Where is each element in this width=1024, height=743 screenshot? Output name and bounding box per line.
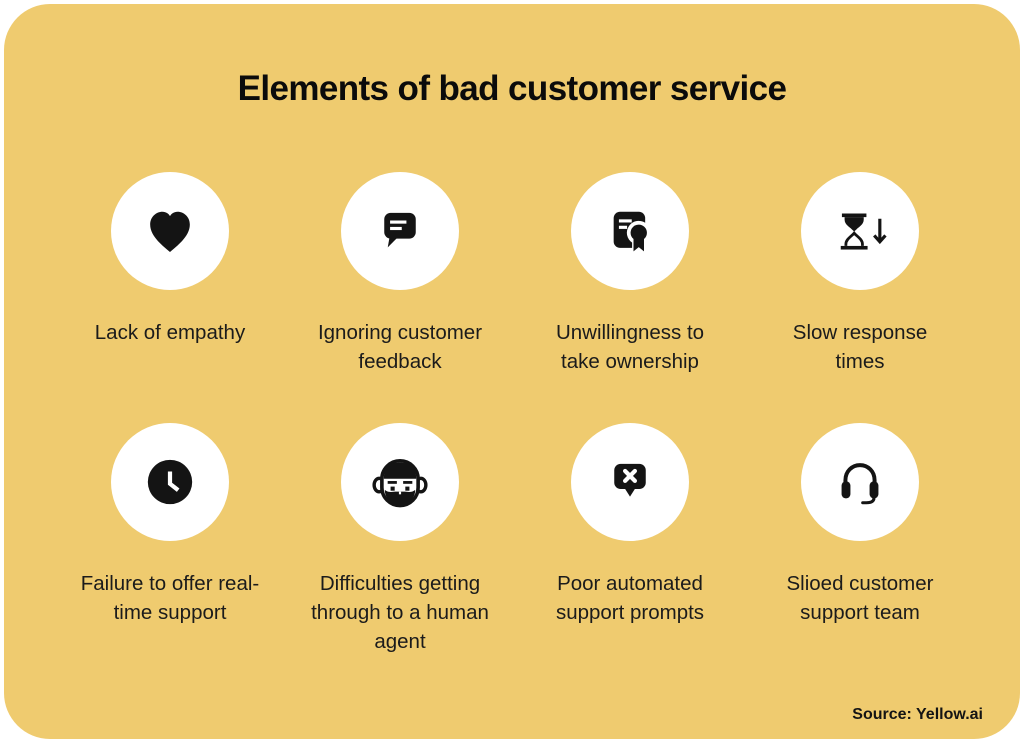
element-card-ownership: Unwillingness to take ownership	[515, 172, 745, 376]
icon-circle	[801, 423, 919, 542]
icon-circle	[111, 423, 229, 542]
certificate-icon	[613, 211, 651, 255]
icon-circle	[571, 423, 689, 542]
page-title: Elements of bad customer service	[237, 69, 787, 108]
element-card-support-team: Slioed customer support team	[745, 423, 975, 656]
icon-circle	[801, 172, 919, 290]
element-card-realtime: Failure to offer real-time support	[55, 423, 285, 656]
element-card-feedback: Ignoring customer feedback	[285, 172, 515, 376]
element-label: Slow response times	[792, 321, 928, 374]
element-label: Difficulties getting through to a human …	[311, 572, 489, 654]
icon-circle	[341, 172, 459, 290]
element-label: Ignoring customer feedback	[317, 321, 483, 374]
element-label: Failure to offer real-time support	[80, 572, 260, 625]
chat-error-icon	[614, 464, 646, 497]
source-note: Source: Yellow.ai	[852, 706, 983, 723]
elements-grid: Lack of empathy Ignoring customer feedba…	[4, 172, 1020, 657]
icon-circle	[571, 172, 689, 290]
human-agent-icon	[372, 459, 428, 508]
element-label: Unwillingness to take ownership	[555, 321, 705, 374]
element-card-slow-response: Slow response times	[745, 172, 975, 376]
headset-icon	[841, 463, 879, 505]
heart-icon	[150, 211, 190, 252]
element-label: Lack of empathy	[94, 321, 246, 344]
element-label: Poor automated support prompts	[555, 572, 705, 625]
chat-feedback-icon	[384, 212, 416, 248]
infographic-card: Elements of bad customer service Lack of…	[4, 4, 1020, 739]
element-card-automated-prompts: Poor automated support prompts	[515, 423, 745, 656]
icon-circle	[341, 423, 459, 542]
element-label: Slioed customer support team	[786, 572, 934, 625]
hourglass-down-icon	[840, 213, 887, 250]
element-card-empathy: Lack of empathy	[55, 172, 285, 376]
icon-circle	[111, 172, 229, 290]
clock-icon	[147, 460, 193, 505]
element-card-human-agent: Difficulties getting through to a human …	[285, 423, 515, 656]
